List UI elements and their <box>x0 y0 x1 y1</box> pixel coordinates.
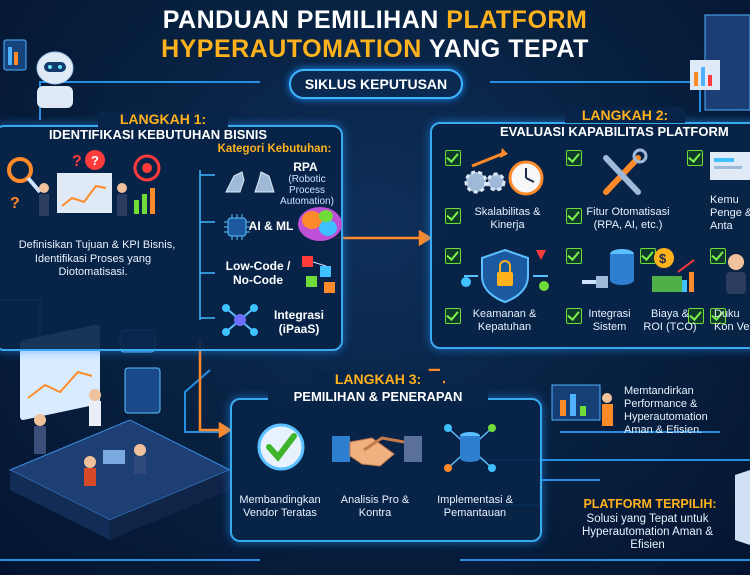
item-biaya: Biaya & ROI (TCO) <box>640 308 700 334</box>
check-icon <box>445 208 461 224</box>
check-icon <box>688 308 704 324</box>
item-integrasi-sistem: Integrasi Sistem <box>582 308 637 334</box>
item-fitur-text: Fitur Otomatisasi (RPA, AI, etc.) <box>586 206 670 231</box>
item-dukungan: Duku Kon Ve <box>714 308 750 334</box>
check-icon <box>445 248 461 264</box>
item-keamanan-text: Keamanan & Kepatuhan <box>472 308 537 333</box>
check-icon <box>566 150 582 166</box>
svg-text:?: ? <box>72 153 82 170</box>
step2-label: LANGKAH 2: <box>565 107 685 123</box>
title-white-part: PANDUAN PEMILIHAN <box>162 6 439 34</box>
step3-label: LANGKAH 3: <box>313 371 443 387</box>
item-fitur: Fitur Otomatisasi (RPA, AI, etc.) <box>578 206 678 232</box>
monitor-icon <box>710 152 750 180</box>
check-icon <box>566 248 582 264</box>
item-skalabilitas-text: Skalabilitas & Kinerja <box>474 206 541 231</box>
item-kemudahan-text: Kemu Penge & Anta <box>710 194 750 232</box>
item-skalabilitas: Skalabilitas & Kinerja <box>460 206 555 232</box>
item-integrasi-sistem-text: Integrasi Sistem <box>588 308 631 333</box>
category-low-code: Low-Code / No-Code <box>225 259 291 287</box>
title-gold-part: PLATFORM <box>446 6 588 34</box>
svg-text:?: ? <box>10 195 20 212</box>
cycle-label-pill: SIKLUS KEPUTUSAN <box>289 69 463 99</box>
check-icon <box>566 308 582 324</box>
item-biaya-text: Biaya & ROI (TCO) <box>643 308 697 333</box>
step1-category-connector <box>199 170 215 320</box>
brain-icon <box>298 207 342 241</box>
rpa-hands-icon <box>225 171 275 193</box>
office-scene-illustration <box>8 324 232 540</box>
integration-network-icon <box>222 304 258 336</box>
dashboard-illustration <box>551 384 613 426</box>
money-chart-icon: $ <box>652 248 695 292</box>
title-gold-part-2: HYPERAUTOMATION <box>161 35 422 63</box>
check-icon <box>445 150 461 166</box>
item-kemudahan: Kemu Penge & Anta <box>710 194 750 233</box>
step3-item-analisis: Analisis Pro & Kontra <box>340 494 410 519</box>
step3-item-implementasi: Implementasi & Pemantauan <box>437 494 513 519</box>
category-rpa: RPA <box>293 160 318 174</box>
item-dukungan-text: Duku Kon Ve <box>714 308 750 333</box>
database-plug-icon <box>582 249 634 288</box>
server-illustration <box>690 14 750 111</box>
tools-icon <box>603 148 648 195</box>
result-label: PLATFORM TERPILIH: <box>583 497 717 511</box>
gears-stopwatch-icon <box>464 148 544 196</box>
robot-illustration <box>3 39 74 108</box>
result-text: Solusi yang Tepat untuk Hyperautomation … <box>581 513 714 551</box>
category-integrasi: Integrasi (iPaaS) <box>273 308 324 336</box>
handshake-icon <box>332 436 422 467</box>
page-title-line1: PANDUAN PEMILIHAN PLATFORM <box>0 6 750 35</box>
step1-category-title: Kategori Kebutuhan: <box>217 143 332 155</box>
right-note: Memtandirkan Performance & Hyperautomati… <box>624 385 708 436</box>
step3-heading: PEMILIHAN & PENERAPAN <box>268 389 488 404</box>
check-icon <box>687 150 703 166</box>
step1-business-illustration: ? ? ? <box>7 150 161 216</box>
step1-bullet-1: Definisikan Tujuan & KPI Bisnis, <box>18 239 176 251</box>
ai-chip-icon <box>224 214 250 240</box>
check-icon <box>566 208 582 224</box>
step1-heading: IDENTIFIKASI KEBUTUHAN BISNIS <box>48 127 268 142</box>
check-icon <box>710 308 726 324</box>
step1-label: LANGKAH 1: <box>98 111 228 127</box>
page-title-line2: HYPERAUTOMATION YANG TEPAT <box>0 35 750 64</box>
title-white-part-2: YANG TEPAT <box>428 35 589 63</box>
check-icon <box>710 248 726 264</box>
building-blocks-icon <box>302 256 335 293</box>
svg-text:?: ? <box>91 153 99 168</box>
step3-item-vendor: Membandingkan Vendor Teratas <box>239 494 321 519</box>
security-shield-icon <box>461 248 549 304</box>
step2-heading: EVALUASI KAPABILITAS PLATFORM <box>500 124 729 139</box>
support-people-icon <box>726 254 746 294</box>
item-keamanan: Keamanan & Kepatuhan <box>457 308 552 334</box>
svg-text:$: $ <box>659 251 667 266</box>
check-icon <box>445 308 461 324</box>
database-network-icon <box>444 424 496 472</box>
category-ai-ml: AI & ML <box>248 219 294 233</box>
check-circle-icon <box>257 423 305 471</box>
category-rpa-detail: (Robotic Process Automation) <box>280 174 334 207</box>
step1-bullet-2: Identifikasi Proses yang Diotomatisasi. <box>34 253 152 278</box>
step1-panel <box>0 125 343 351</box>
